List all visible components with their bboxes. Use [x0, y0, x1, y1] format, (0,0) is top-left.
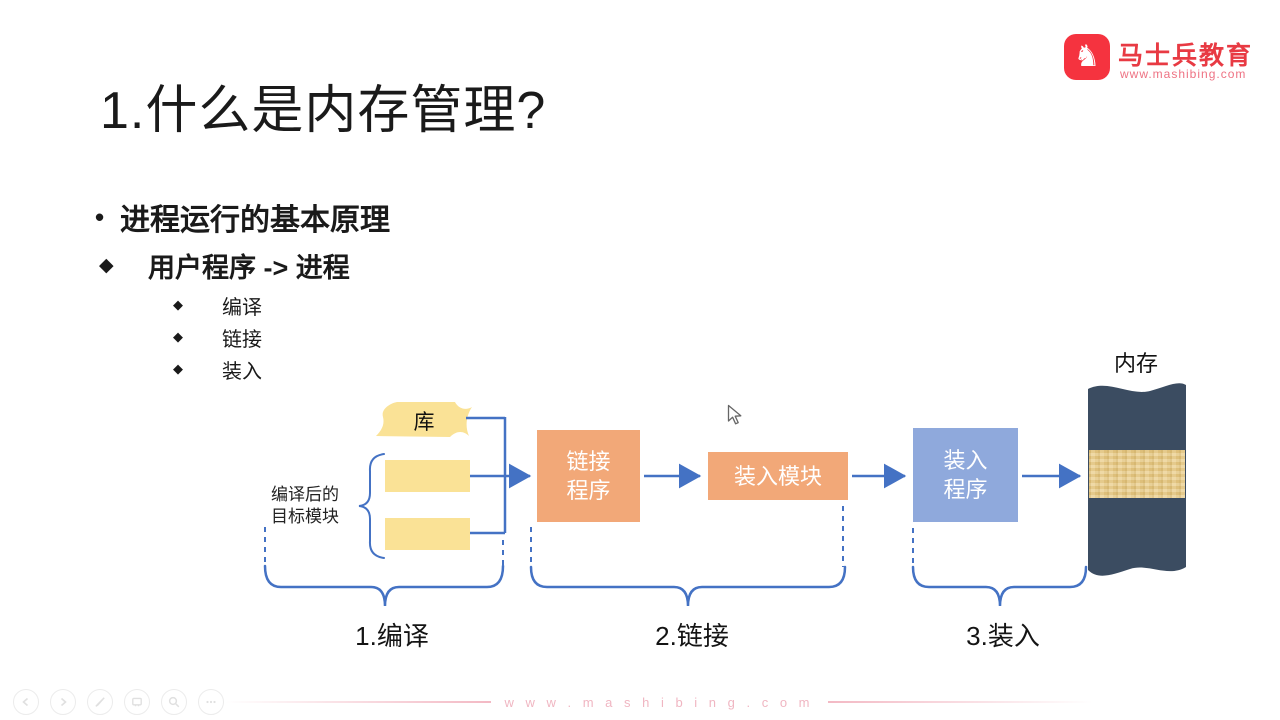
linker-box: 链接 程序: [537, 430, 640, 522]
screen-icon: [132, 697, 142, 707]
more-options-button[interactable]: [198, 689, 224, 715]
stage2-brace: [529, 565, 847, 607]
memory-label: 内存: [1113, 351, 1158, 376]
load-module-box: 装入模块: [708, 452, 848, 500]
watermark-text: w w w . m a s h i b i n g . c o m: [504, 694, 814, 710]
list-item: ◆ 链接: [99, 323, 339, 351]
bullet-principle: 进程运行的基本原理: [120, 204, 390, 237]
loader-box: 装入 程序: [913, 428, 1018, 522]
horse-icon: ♞: [1073, 40, 1101, 73]
watermark-line-left: [225, 701, 491, 703]
modules-brace: [358, 453, 385, 559]
previous-slide-button[interactable]: [13, 689, 39, 715]
object-module-rect-1: [385, 460, 470, 492]
arrow-left-icon: [22, 697, 29, 707]
magnifier-icon: [168, 696, 180, 708]
sub-bullet-link: 链接: [222, 328, 262, 351]
pen-tool-button[interactable]: [87, 689, 113, 715]
library-label: 库: [413, 411, 435, 434]
list-item: ◆ 装入: [99, 355, 339, 383]
sub-bullet-load: 装入: [222, 360, 262, 383]
ellipsis-icon: [206, 700, 216, 704]
diamond-bullet-icon: ◆: [99, 255, 114, 276]
object-module-rect-2: [385, 518, 470, 550]
watermark-line-right: [827, 701, 1093, 703]
brand-name: 马士兵教育: [1118, 42, 1254, 70]
dot-bullet-icon: •: [95, 202, 105, 232]
diamond-bullet-icon: ◆: [173, 361, 183, 376]
stage1-compile-label: 1.编译: [355, 621, 429, 651]
stage2-link-label: 2.链接: [655, 621, 729, 651]
memory-loaded-band: [1089, 450, 1185, 498]
compiled-modules-label: 编译后的 目标模块: [271, 485, 339, 526]
stage3-load-label: 3.装入: [966, 621, 1040, 651]
mouse-cursor: [727, 404, 744, 427]
brand-url: www.mashibing.com: [1120, 67, 1247, 81]
list-item: ◆ 编译: [99, 291, 339, 319]
stage1-brace: [263, 564, 505, 607]
sub-bullet-compile: 编译: [222, 296, 262, 319]
brand-logo-icon: ♞: [1064, 34, 1110, 80]
footer-watermark: w w w . m a s h i b i n g . c o m: [225, 694, 1093, 710]
bullet-user-program: 用户程序 -> 进程: [148, 253, 350, 283]
pen-icon: [95, 697, 105, 707]
arrow-right-icon: [60, 697, 67, 707]
next-slide-button[interactable]: [50, 689, 76, 715]
diamond-bullet-icon: ◆: [173, 297, 183, 312]
screen-view-button[interactable]: [124, 689, 150, 715]
stage3-brace: [911, 565, 1088, 607]
library-banner-shape: [376, 402, 472, 437]
zoom-tool-button[interactable]: [161, 689, 187, 715]
diamond-bullet-icon: ◆: [173, 329, 183, 344]
page-title: 1.什么是内存管理?: [100, 82, 547, 140]
